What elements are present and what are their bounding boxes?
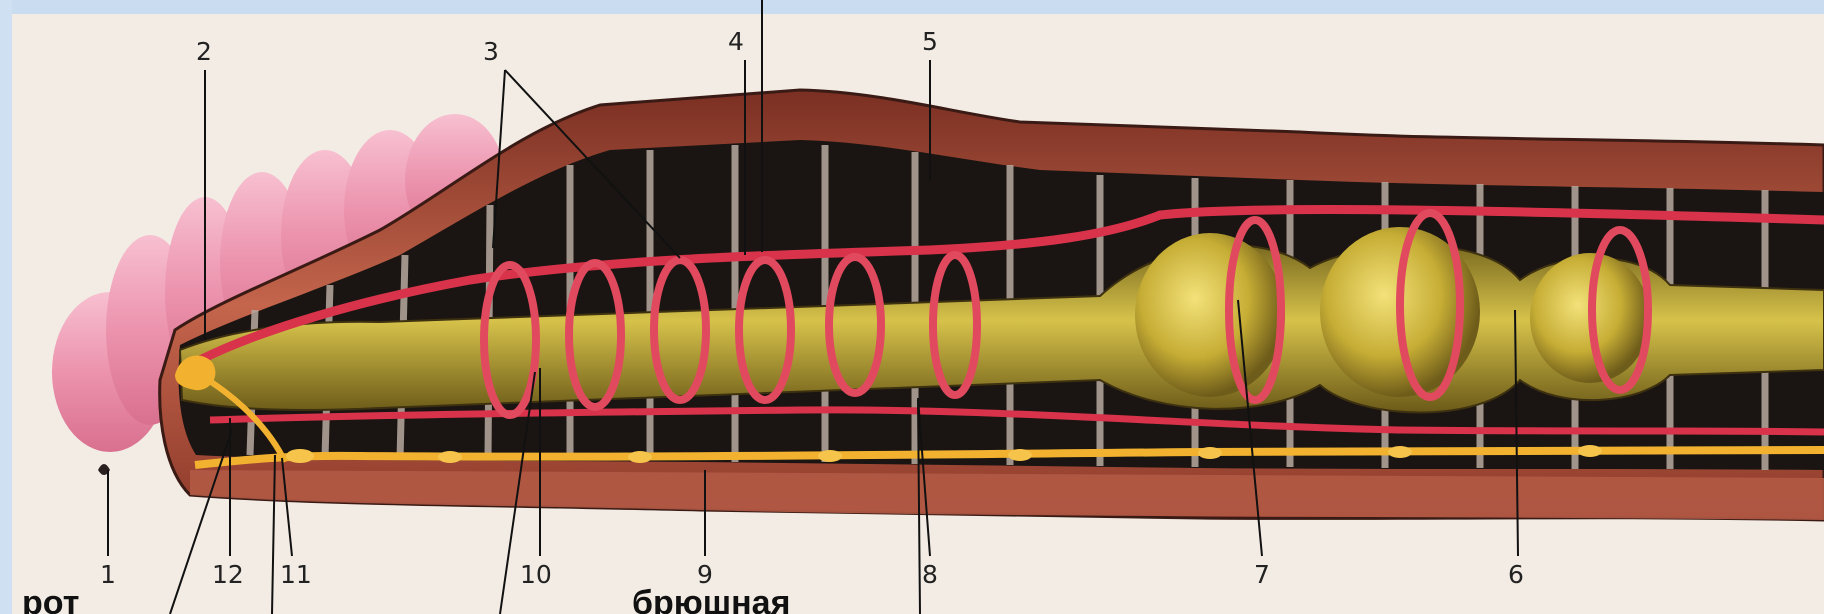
label-3: 3 xyxy=(483,37,499,66)
label-12: 12 xyxy=(212,560,244,589)
label-7: 7 xyxy=(1254,560,1270,589)
label-4: 4 xyxy=(728,27,744,56)
label-11: 11 xyxy=(280,560,312,589)
label-8: 8 xyxy=(922,560,938,589)
ventral-muscle-band xyxy=(190,470,1824,520)
crop-bulb xyxy=(1135,233,1285,397)
top-frame-band xyxy=(0,0,1824,14)
label-5: 5 xyxy=(922,27,938,56)
label-1: 1 xyxy=(100,560,116,589)
label-10: 10 xyxy=(520,560,552,589)
caption-mouth: рот xyxy=(22,584,79,614)
label-6: 6 xyxy=(1508,560,1524,589)
label-2: 2 xyxy=(196,37,212,66)
left-frame-band xyxy=(0,0,12,614)
caption-ventral: брюшная xyxy=(632,584,790,614)
